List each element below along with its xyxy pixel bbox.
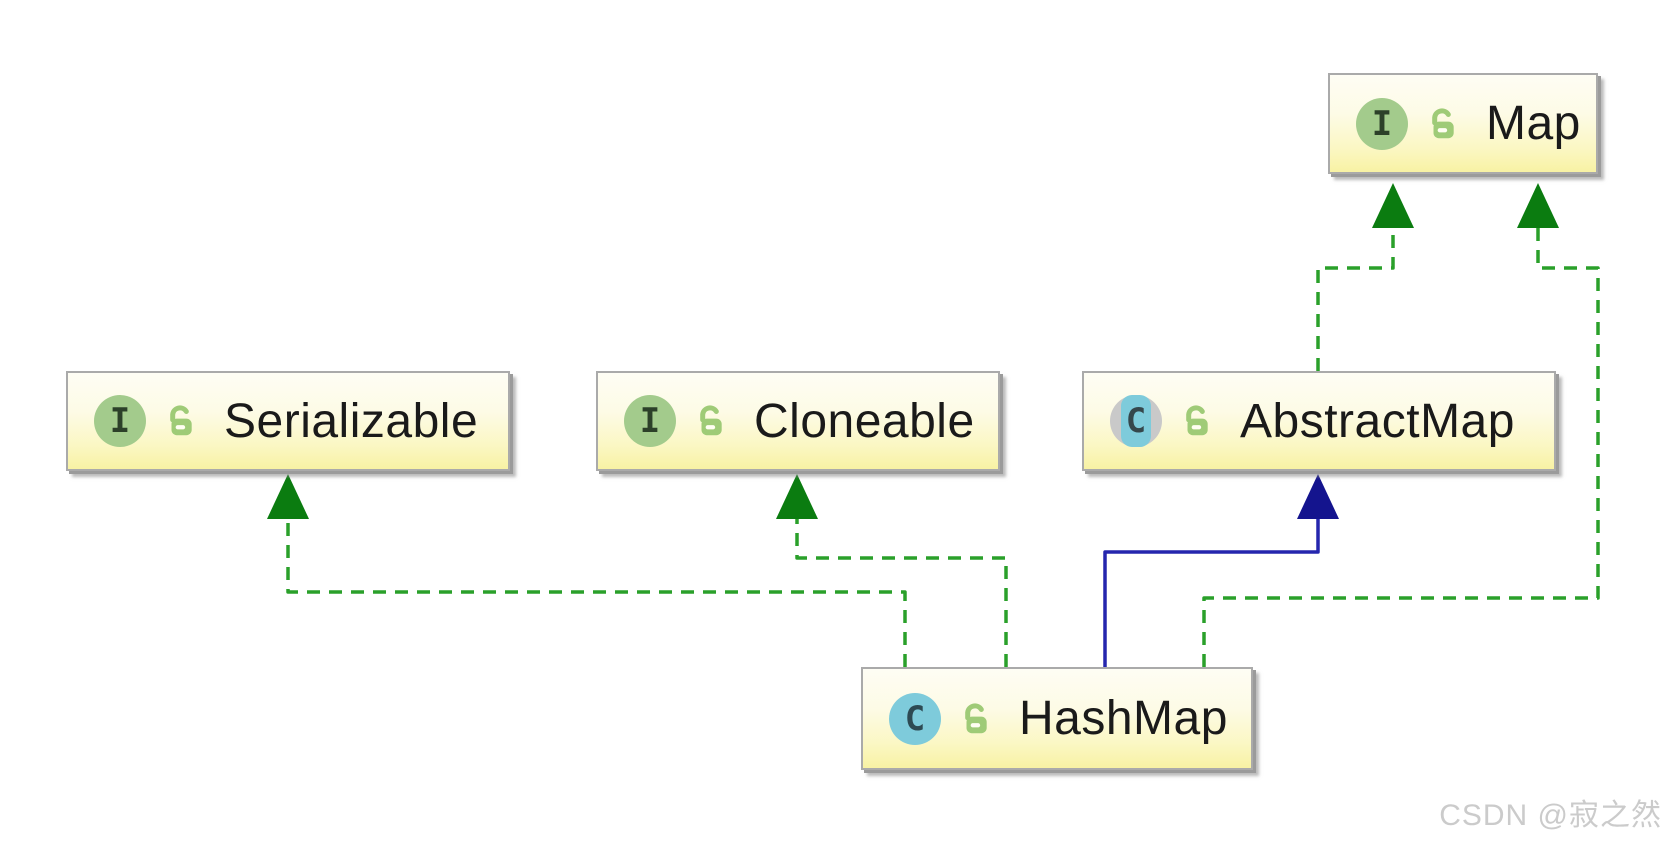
edge-hashmap-extends-abstractmap-arrowhead [1297, 474, 1339, 519]
abstract-class-node-abstractmap[interactable]: C AbstractMap [1082, 371, 1556, 471]
edge-hashmap-implements-map-line [1202, 226, 1600, 667]
class-icon: C [889, 692, 941, 745]
interface-icon: I [94, 395, 146, 447]
edge-abstractmap-implements-map-line [1316, 226, 1395, 371]
node-label-hashmap: HashMap [1019, 692, 1228, 745]
edge-hashmap-implements-serializable-arrowhead [267, 474, 309, 519]
edge-hashmap-implements-map-arrowhead [1517, 183, 1559, 228]
public-unlocked-icon [1432, 107, 1454, 138]
node-label-abstractmap: AbstractMap [1240, 394, 1515, 448]
node-label-map: Map [1486, 97, 1581, 150]
public-unlocked-icon [965, 702, 987, 733]
abstract-class-icon: C [1110, 395, 1162, 447]
public-unlocked-icon [700, 405, 722, 436]
watermark: CSDN @寂之然 [1439, 799, 1662, 832]
interface-node-serializable[interactable]: I Serializable [66, 371, 510, 471]
edge-hashmap-implements-serializable-line [286, 517, 907, 667]
node-label-cloneable: Cloneable [754, 394, 975, 448]
edge-abstractmap-implements-map-arrowhead [1372, 183, 1414, 228]
node-label-serializable: Serializable [224, 394, 479, 448]
interface-icon: I [624, 395, 676, 447]
class-node-hashmap[interactable]: C HashMap [861, 667, 1253, 770]
icon-letter: C [904, 698, 926, 739]
interface-icon: I [1356, 97, 1408, 150]
edge-hashmap-implements-cloneable-arrowhead [776, 474, 818, 519]
interface-node-map[interactable]: I Map [1328, 73, 1598, 174]
abstract-stripe [1120, 395, 1152, 447]
public-unlocked-icon [170, 405, 192, 436]
icon-letter: I [639, 401, 661, 441]
interface-node-cloneable[interactable]: I Cloneable [596, 371, 1000, 471]
icon-letter: I [109, 401, 131, 441]
edge-hashmap-extends-abstractmap-line [1103, 517, 1320, 667]
edge-hashmap-implements-cloneable-line [795, 517, 1008, 667]
icon-letter: C [1125, 401, 1147, 441]
icon-letter: I [1371, 103, 1393, 144]
public-unlocked-icon [1186, 405, 1208, 436]
